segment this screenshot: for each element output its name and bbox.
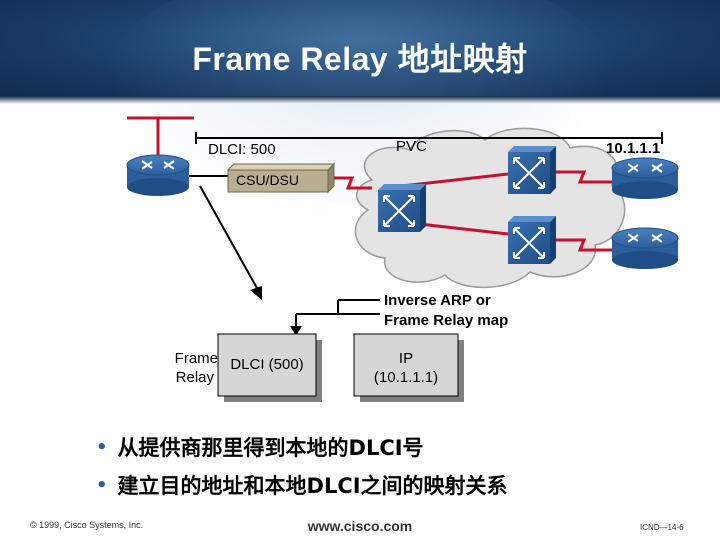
frame-relay-label-line1: Frame: [174, 350, 218, 367]
cloud-icon: [354, 127, 626, 289]
router-icon: [126, 154, 190, 196]
dlci-label: DLCI: 500: [208, 141, 276, 158]
slide-title: Frame Relay 地址映射: [192, 41, 528, 77]
banner-fade: [0, 96, 720, 104]
slide-id: ICND—14-6: [640, 523, 684, 532]
website-link[interactable]: www.cisco.com: [307, 518, 413, 534]
ip-address-label: 10.1.1.1: [606, 140, 661, 157]
csu-dsu-icon: [226, 162, 336, 194]
bullet-list: • 从提供商那里得到本地的DLCI号 • 建立目的地址和本地DLCI之间的映射关…: [96, 428, 508, 504]
copyright-text: © 1999, Cisco Systems, Inc.: [30, 520, 144, 530]
pvc-label: PVC: [396, 138, 427, 155]
router-uplink: [127, 116, 194, 158]
bullet-icon: •: [96, 474, 108, 496]
bullet-text: 建立目的地址和本地DLCI之间的映射关系: [117, 474, 508, 498]
ip-mapping-line2: (10.1.1.1): [373, 369, 439, 386]
inverse-arp-label-line1: Inverse ARP or: [384, 292, 491, 309]
egress-link-bottom: [556, 238, 612, 252]
egress-link-top: [556, 170, 612, 184]
router-icon: [611, 157, 679, 199]
frame-relay-switch-icon: [378, 184, 426, 232]
inverse-arp-label-line2: Frame Relay map: [384, 312, 509, 329]
bullet-icon: •: [96, 436, 108, 458]
pvc-span-line: [195, 132, 663, 144]
router-icon: [611, 227, 679, 269]
inverse-arp-bracket: [290, 299, 380, 336]
dlci-mapping-value: DLCI (500): [230, 356, 304, 373]
frame-relay-label-line2: Relay: [175, 369, 214, 386]
bullet-text: 从提供商那里得到本地的DLCI号: [117, 436, 424, 460]
frame-relay-switch-icon: [508, 216, 556, 264]
mapping-table: [217, 333, 464, 402]
csu-dsu-label: CSU/DSU: [236, 172, 300, 188]
access-link: [334, 176, 372, 190]
frame-relay-switch-icon: [508, 146, 556, 194]
ip-mapping-line1: IP: [398, 350, 414, 367]
list-item: • 建立目的地址和本地DLCI之间的映射关系: [96, 466, 508, 504]
arrow-to-mapping: [199, 185, 262, 300]
list-item: • 从提供商那里得到本地的DLCI号: [96, 428, 508, 466]
